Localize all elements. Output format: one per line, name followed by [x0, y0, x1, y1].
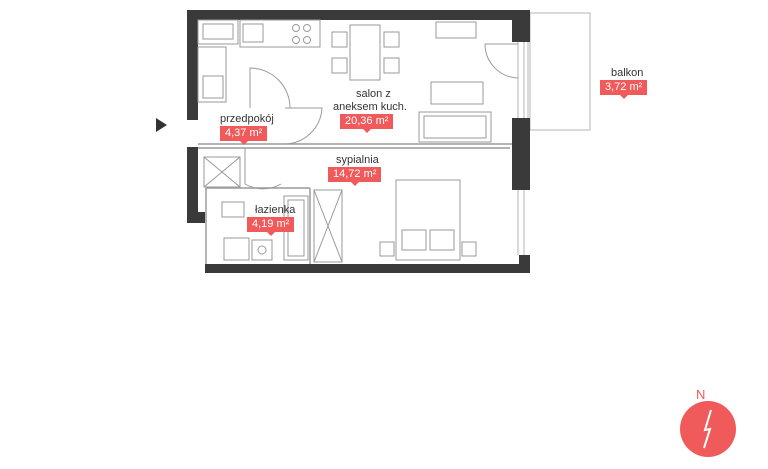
area-tag-przedpokoj: 4,37 m²	[220, 126, 268, 145]
area-tag-salon: 20,36 m²	[340, 114, 394, 133]
wardrobe	[203, 156, 241, 188]
entry-arrow-icon	[156, 118, 167, 132]
balcony	[527, 12, 591, 131]
room-name-przedpokoj: przedpokój	[220, 113, 274, 125]
room-name-balkon: balkon	[611, 67, 644, 79]
compass-north-label: N	[696, 387, 706, 402]
kitchen-counter	[197, 19, 321, 103]
room-name-sypialnia: sypialnia	[336, 154, 379, 166]
room-name-lazienka: łazienka	[255, 204, 296, 216]
bedroom-closet	[313, 189, 343, 263]
compass-icon	[680, 401, 736, 457]
area-tag-lazienka: 4,19 m²	[247, 217, 295, 236]
walls	[187, 10, 530, 273]
living-furniture	[418, 21, 492, 143]
room-name-salon-line1: salon z	[356, 88, 391, 100]
dining-table	[331, 24, 400, 81]
windows	[517, 42, 525, 255]
area-tag-sypialnia: 14,72 m²	[328, 167, 382, 186]
bed	[379, 179, 477, 261]
area-tag-balkon: 3,72 m²	[600, 80, 648, 99]
room-name-salon-line2: aneksem kuch.	[333, 101, 407, 113]
doors	[244, 43, 519, 190]
